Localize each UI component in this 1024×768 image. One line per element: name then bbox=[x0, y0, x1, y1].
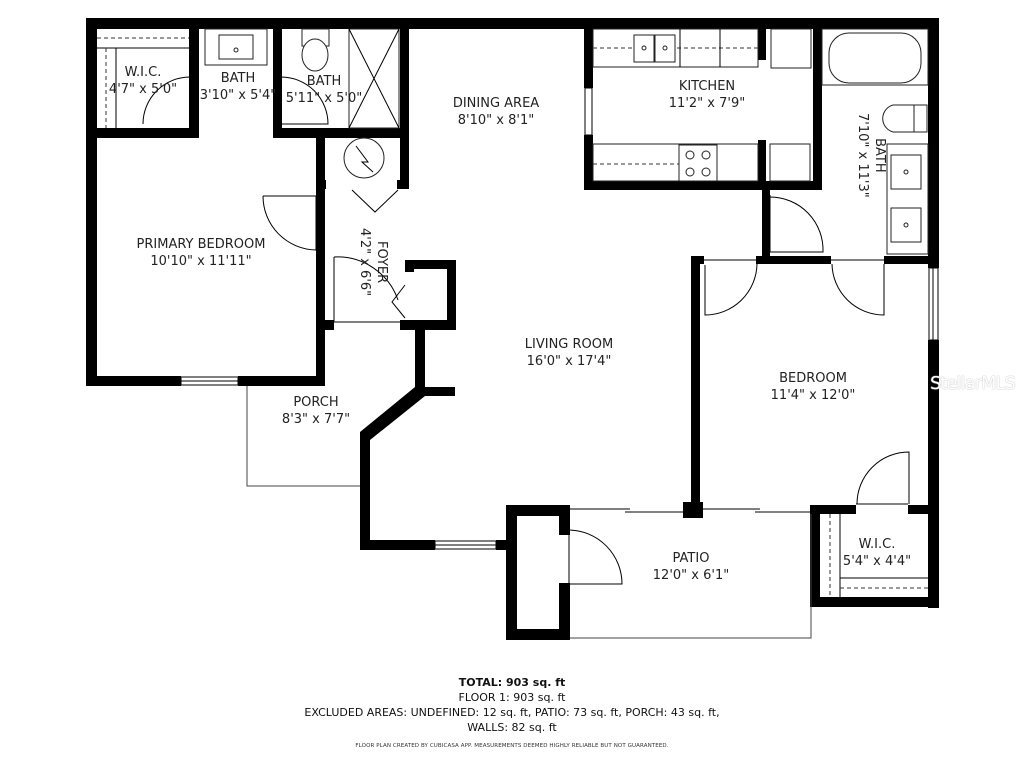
windows bbox=[180, 87, 939, 550]
room-label-bath-main: BATH 7'10" x 11'3" bbox=[854, 113, 888, 198]
room-dimensions: 4'7" x 5'0" bbox=[108, 82, 178, 97]
room-name: PRIMARY BEDROOM bbox=[136, 237, 266, 252]
watermark: StellarMLS bbox=[930, 373, 1016, 394]
room-label-dining: DINING AREA 8'10" x 8'1" bbox=[453, 95, 539, 129]
room-dimensions: 8'10" x 8'1" bbox=[457, 113, 535, 128]
room-dimensions: 12'0" x 6'1" bbox=[652, 568, 730, 583]
room-name: KITCHEN bbox=[678, 79, 736, 94]
room-dimensions: 8'3" x 7'7" bbox=[281, 412, 351, 427]
room-dimensions: 4'2" x 6'6" bbox=[357, 228, 372, 297]
room-label-kitchen: KITCHEN 11'2" x 7'9" bbox=[669, 78, 745, 112]
room-dimensions: 5'4" x 4'4" bbox=[842, 554, 912, 569]
room-label-wic-primary: W.I.C. 4'7" x 5'0" bbox=[109, 64, 177, 98]
room-name: W.I.C. bbox=[124, 65, 162, 80]
room-dimensions: 5'11" x 5'0" bbox=[285, 91, 363, 106]
room-label-bath-half: BATH 3'10" x 5'4" bbox=[200, 70, 276, 104]
walls-area: WALLS: 82 sq. ft bbox=[467, 721, 557, 734]
room-label-primary-bedroom: PRIMARY BEDROOM 10'10" x 11'11" bbox=[137, 236, 266, 270]
room-label-bedroom: BEDROOM 11'4" x 12'0" bbox=[771, 370, 856, 404]
room-label-living: LIVING ROOM 16'0" x 17'4" bbox=[525, 336, 613, 370]
room-label-bath-shower: BATH 5'11" x 5'0" bbox=[286, 73, 362, 107]
room-dimensions: 7'10" x 11'3" bbox=[855, 113, 870, 198]
room-label-patio: PATIO 12'0" x 6'1" bbox=[653, 550, 729, 584]
fixtures bbox=[97, 28, 929, 597]
disclaimer: FLOOR PLAN CREATED BY CUBICASA APP. MEAS… bbox=[355, 743, 669, 749]
room-dimensions: 11'4" x 12'0" bbox=[770, 388, 856, 403]
total-area: TOTAL: 903 sq. ft bbox=[458, 676, 566, 689]
room-name: FOYER bbox=[374, 240, 389, 284]
room-label-foyer: FOYER 4'2" x 6'6" bbox=[356, 228, 390, 296]
walls bbox=[86, 18, 939, 640]
room-name: BATH bbox=[220, 71, 256, 86]
room-dimensions: 10'10" x 11'11" bbox=[150, 254, 252, 269]
room-dimensions: 11'2" x 7'9" bbox=[668, 96, 746, 111]
sliding-doors bbox=[570, 259, 884, 513]
room-name: PATIO bbox=[672, 551, 710, 566]
room-label-wic-bedroom: W.I.C. 5'4" x 4'4" bbox=[843, 536, 911, 570]
room-label-porch: PORCH 8'3" x 7'7" bbox=[282, 394, 350, 428]
room-name: LIVING ROOM bbox=[524, 337, 614, 352]
door-swings bbox=[142, 76, 910, 585]
room-name: BEDROOM bbox=[779, 371, 847, 386]
exterior-outlines bbox=[246, 386, 812, 639]
room-name: BATH bbox=[872, 138, 887, 173]
room-name: PORCH bbox=[293, 395, 339, 410]
room-name: W.I.C. bbox=[858, 537, 896, 552]
room-name: BATH bbox=[306, 74, 342, 89]
floor-area: FLOOR 1: 903 sq. ft bbox=[458, 691, 566, 704]
room-name: DINING AREA bbox=[452, 96, 540, 111]
excluded-areas: EXCLUDED AREAS: UNDEFINED: 12 sq. ft, PA… bbox=[304, 706, 720, 719]
room-dimensions: 3'10" x 5'4" bbox=[199, 88, 277, 103]
room-dimensions: 16'0" x 17'4" bbox=[526, 354, 612, 369]
